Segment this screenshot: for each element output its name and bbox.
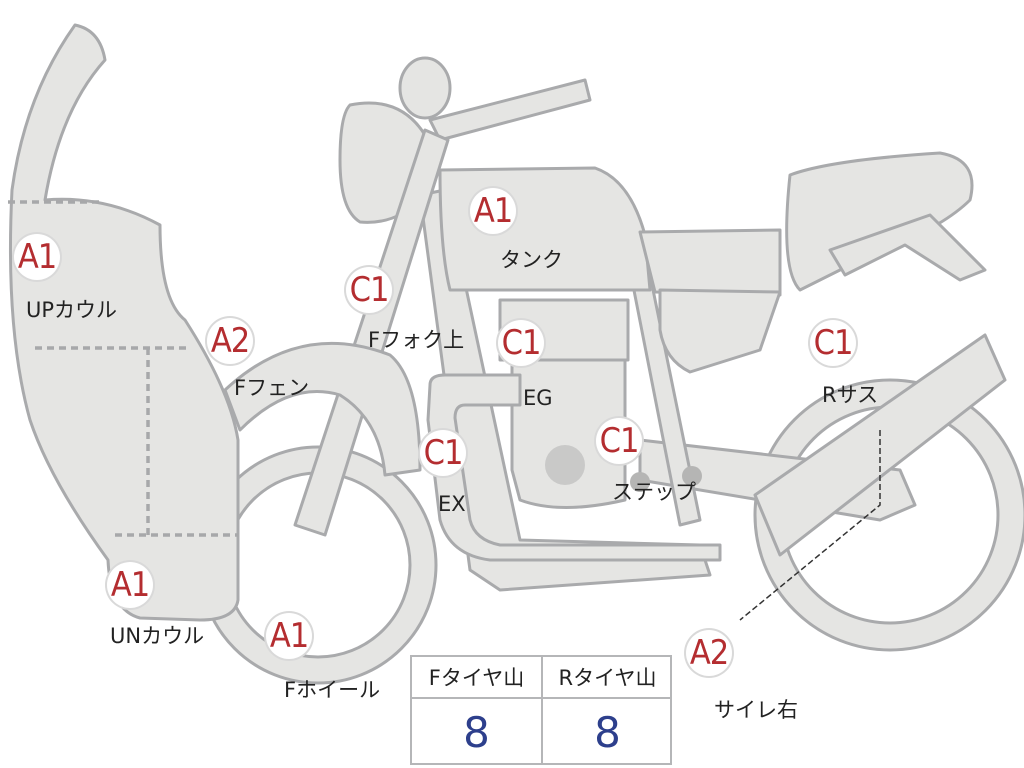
side-cover — [638, 228, 782, 297]
badge-under-cowl: A1 — [107, 562, 153, 608]
label-front-fork-upper: Fフォク上 — [368, 328, 465, 352]
badge-front-fender: A2 — [207, 318, 253, 364]
rear-tire-value: 8 — [594, 707, 621, 757]
label-rear-suspension: Rサス — [822, 383, 879, 407]
label-exhaust: EX — [438, 492, 466, 516]
badge-silencer-right: A2 — [686, 630, 732, 676]
badge-step: C1 — [596, 418, 642, 464]
badge-exhaust: C1 — [420, 430, 466, 476]
fairing — [9, 23, 240, 622]
tire-tread-table: Fタイヤ山 Rタイヤ山 8 8 — [410, 655, 672, 765]
exhaust-pipe — [426, 373, 722, 562]
label-tank: タンク — [500, 248, 563, 272]
badge-front-wheel: A1 — [266, 613, 312, 659]
rear-tire-header: Rタイヤ山 — [543, 657, 672, 699]
grab-rail — [828, 213, 987, 282]
label-engine: EG — [523, 386, 553, 410]
badge-rear-suspension: C1 — [810, 320, 856, 366]
tail-cowl — [658, 288, 782, 374]
label-step: ステップ — [612, 480, 696, 504]
front-tire-value: 8 — [463, 707, 490, 757]
label-silencer-right: サイレ右 — [714, 698, 798, 722]
front-tire-header: Fタイヤ山 — [412, 657, 541, 699]
badge-engine: C1 — [498, 320, 544, 366]
label-under-cowl: UNカウル — [110, 624, 205, 648]
table-divider — [541, 657, 543, 763]
mirror — [398, 56, 452, 120]
badge-tank: A1 — [470, 188, 516, 234]
badge-up-cowl: A1 — [14, 234, 60, 280]
badge-front-fork-upper: C1 — [346, 267, 392, 313]
label-front-fender: Fフェン — [234, 376, 310, 400]
leader-rear-suspension — [739, 430, 881, 621]
handlebar — [428, 78, 592, 142]
label-front-wheel: Fホイール — [284, 678, 381, 702]
label-up-cowl: UPカウル — [26, 298, 118, 322]
front-fender-shape — [223, 341, 422, 477]
